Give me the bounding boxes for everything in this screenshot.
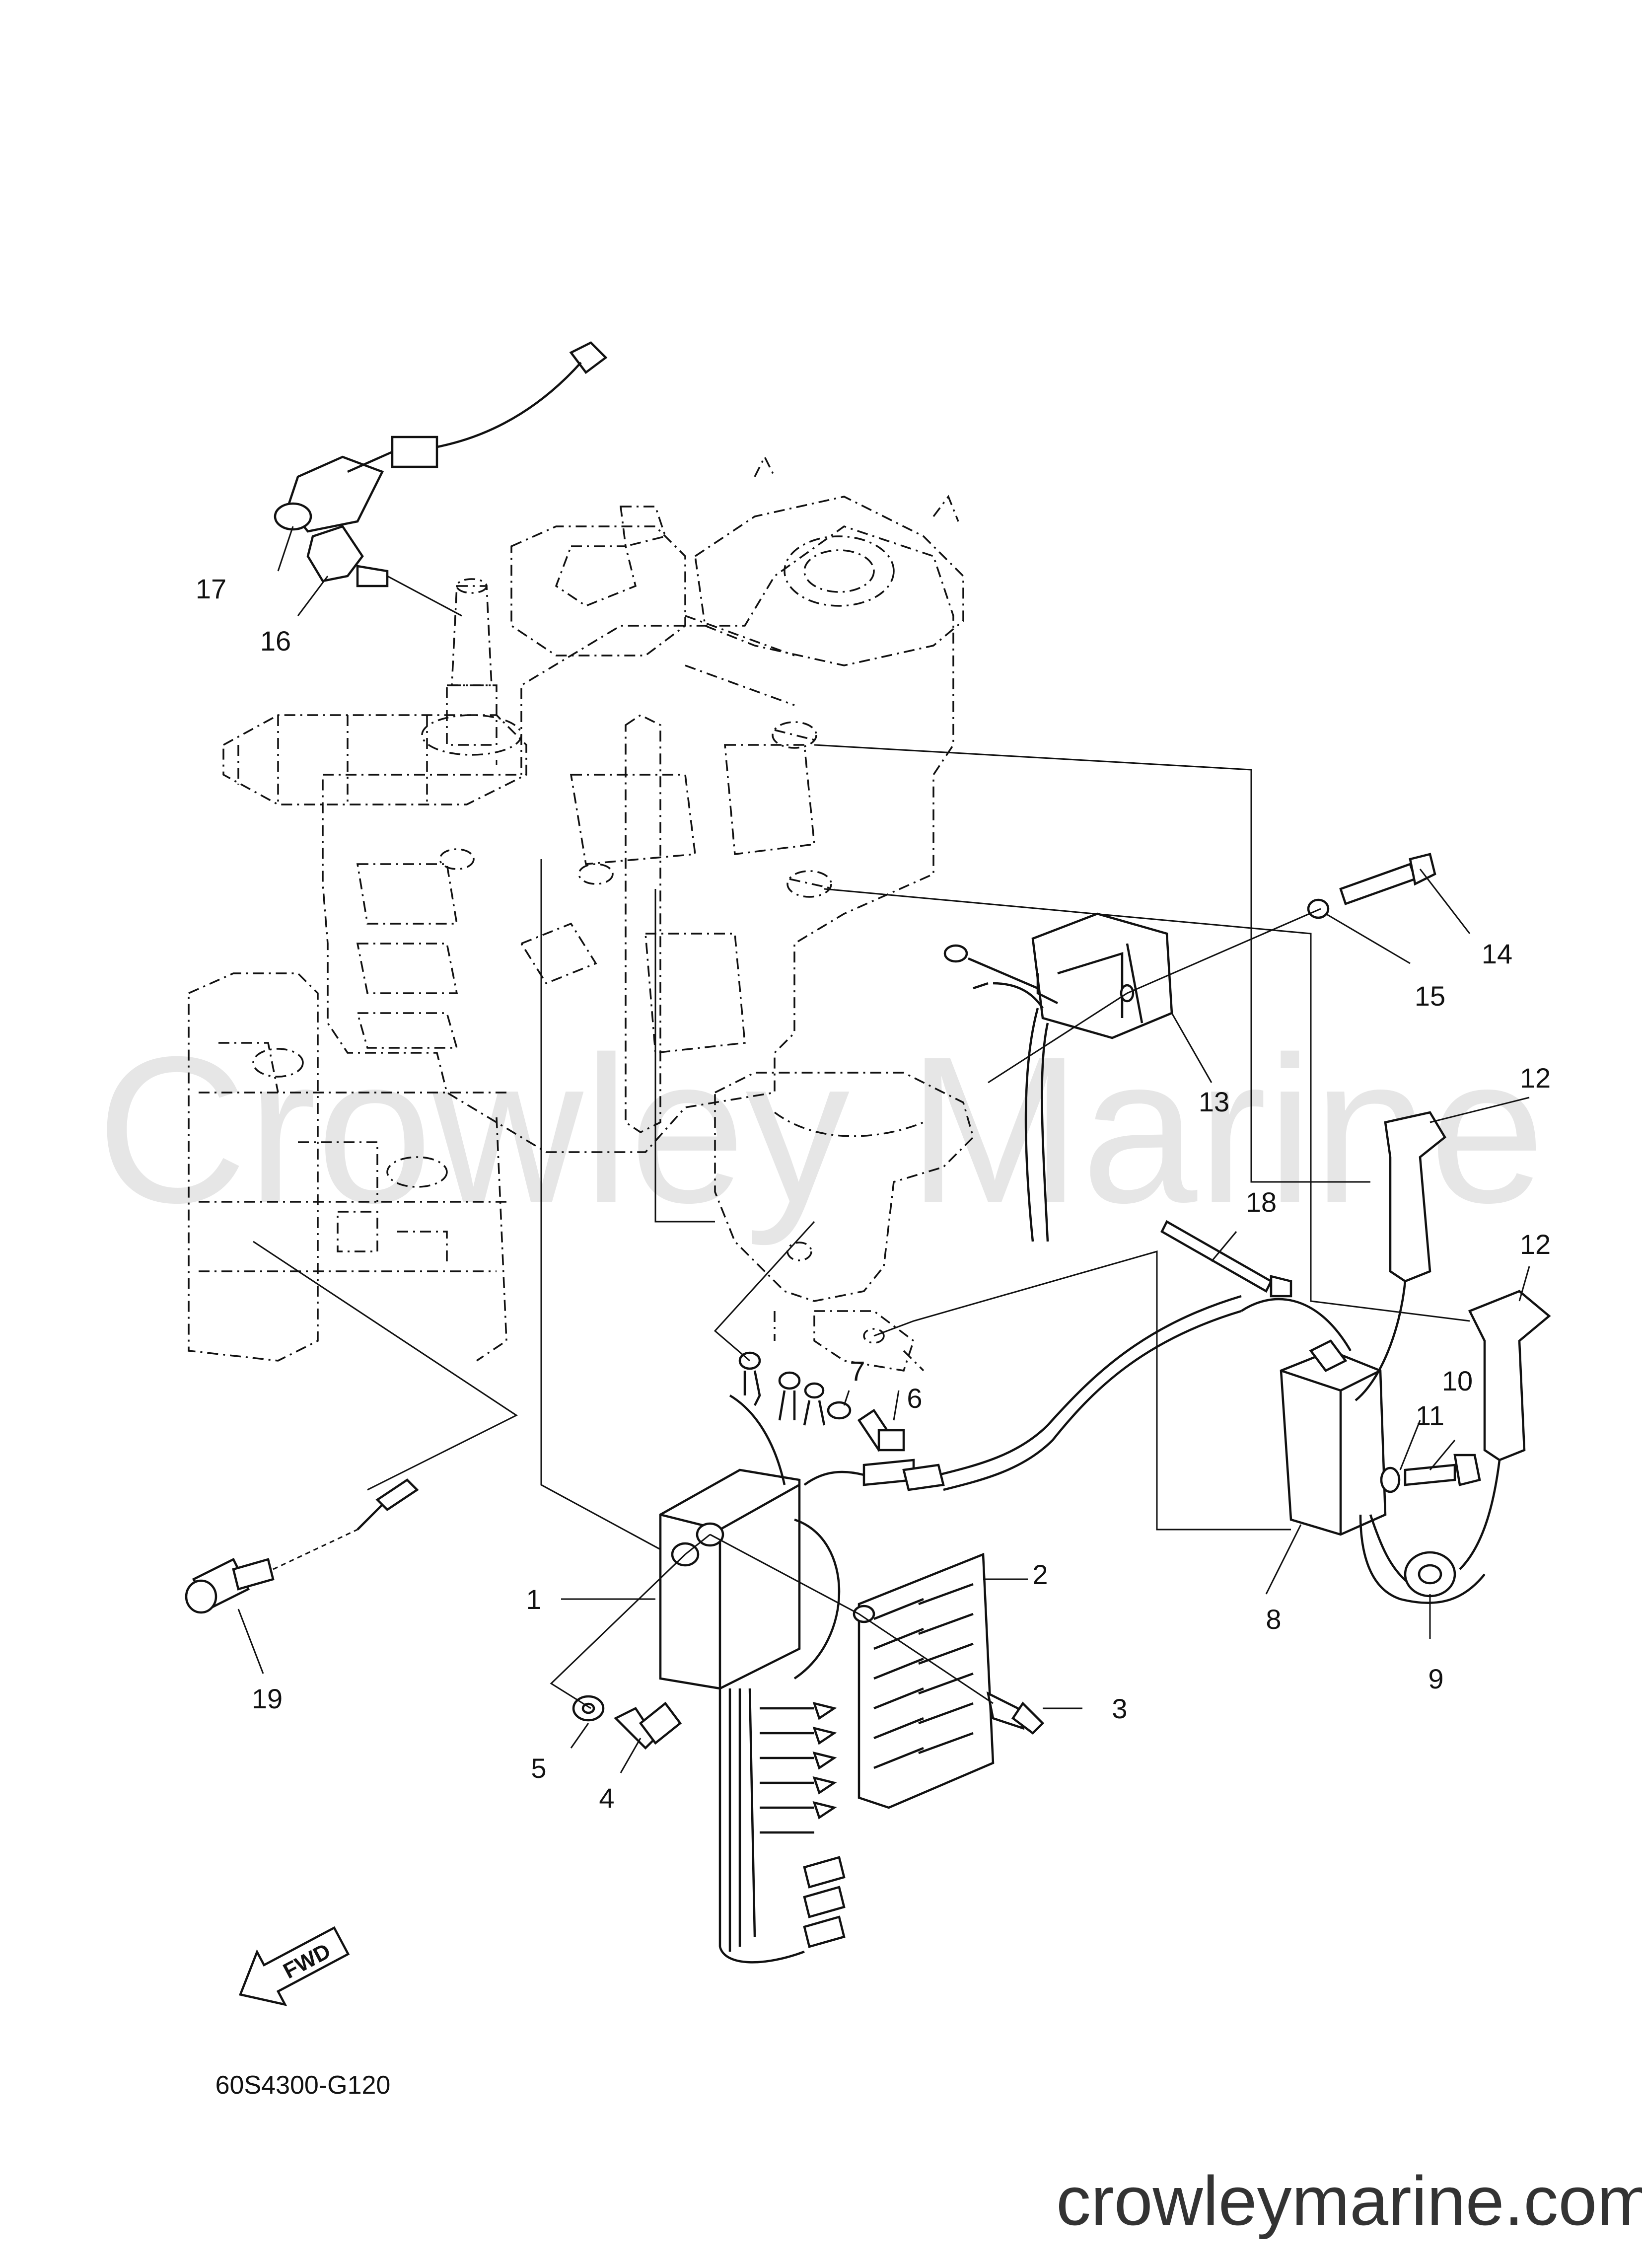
part-7-washer[interactable] bbox=[827, 1401, 852, 1420]
lower-casing bbox=[188, 972, 507, 1362]
callout-7[interactable]: 7 bbox=[850, 1355, 865, 1387]
callout-2[interactable]: 2 bbox=[1032, 1559, 1048, 1590]
callouts: 1 2 3 4 5 6 7 8 9 10 11 12 12 13 14 15 1… bbox=[196, 573, 1551, 1814]
callout-19[interactable]: 19 bbox=[252, 1683, 283, 1714]
callout-18[interactable]: 18 bbox=[1246, 1186, 1277, 1218]
part-2-rectifier[interactable] bbox=[853, 1552, 995, 1809]
part-10-bolt[interactable] bbox=[1404, 1454, 1481, 1486]
callout-8[interactable]: 8 bbox=[1266, 1604, 1281, 1635]
diagram-code: 60S4300-G120 bbox=[215, 2071, 391, 2100]
leader-lines bbox=[253, 744, 1470, 1709]
callout-10[interactable]: 10 bbox=[1442, 1365, 1473, 1396]
website-label[interactable]: crowleymarine.com bbox=[1056, 2162, 1642, 2240]
part-16-sensor[interactable] bbox=[306, 525, 462, 617]
callout-leaders bbox=[237, 526, 1530, 1773]
part-13-bracket[interactable] bbox=[943, 912, 1173, 1242]
callout-5[interactable]: 5 bbox=[531, 1753, 546, 1784]
callout-16[interactable]: 16 bbox=[260, 625, 291, 657]
callout-9[interactable]: 9 bbox=[1428, 1663, 1443, 1694]
part-11-washer[interactable] bbox=[1380, 1466, 1401, 1493]
part-6-bolt[interactable] bbox=[857, 1408, 905, 1452]
callout-3[interactable]: 3 bbox=[1112, 1693, 1127, 1724]
watermark: Crowley Marine bbox=[96, 1014, 1545, 1247]
callout-14[interactable]: 14 bbox=[1482, 938, 1512, 969]
part-15-washer[interactable] bbox=[1307, 898, 1330, 919]
part-3-screw[interactable] bbox=[986, 1691, 1045, 1735]
part-1-cdi-unit[interactable] bbox=[659, 1394, 915, 1964]
fwd-arrow-icon: FWD bbox=[238, 1926, 350, 2006]
part-12-plug-cap-lower[interactable] bbox=[1459, 1290, 1551, 1570]
part-14-bolt[interactable] bbox=[1339, 853, 1436, 905]
engine-block bbox=[222, 455, 964, 1153]
part-4-bolt[interactable] bbox=[614, 1701, 682, 1750]
part-8-ignition-coil[interactable] bbox=[902, 1295, 1486, 1604]
callout-13[interactable]: 13 bbox=[1199, 1086, 1229, 1117]
callout-1[interactable]: 1 bbox=[526, 1584, 541, 1615]
callout-17[interactable]: 17 bbox=[196, 573, 226, 604]
part-9-grommet[interactable] bbox=[1404, 1551, 1456, 1598]
callout-15[interactable]: 15 bbox=[1415, 980, 1445, 1012]
part-17-plug-cap[interactable] bbox=[274, 341, 608, 533]
callout-4[interactable]: 4 bbox=[599, 1782, 614, 1814]
callout-12-upper[interactable]: 12 bbox=[1520, 1062, 1551, 1094]
part-19-sensor[interactable] bbox=[185, 1478, 419, 1614]
callout-11[interactable]: 11 bbox=[1416, 1400, 1444, 1431]
callout-6[interactable]: 6 bbox=[907, 1383, 922, 1414]
callout-12-lower[interactable]: 12 bbox=[1520, 1229, 1551, 1260]
